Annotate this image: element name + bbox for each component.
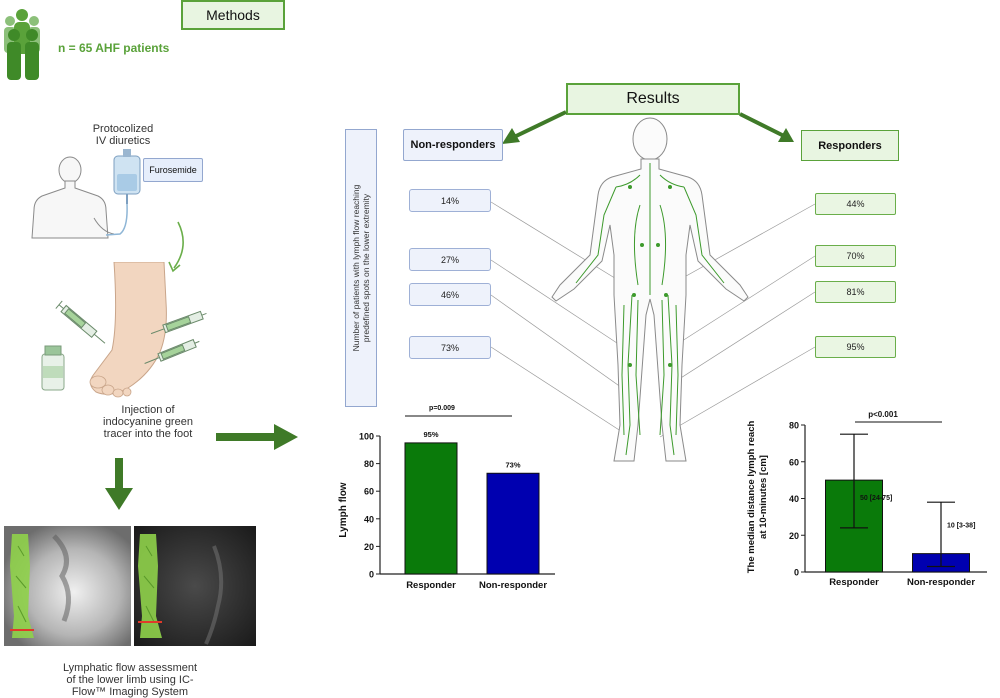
injection-line-1: Injection of: [121, 404, 175, 416]
data-label: 10 [3-38]: [947, 523, 975, 530]
y-tick-label: 20: [364, 542, 374, 552]
lymph-imaging-panel-left: [4, 526, 131, 646]
y-tick-label: 0: [369, 570, 374, 580]
y-tick-label: 0: [794, 568, 799, 578]
diuretics-line-1: Protocolized: [92, 123, 154, 135]
people-icon: [0, 5, 46, 83]
y-tick-label: 80: [364, 459, 374, 469]
median-distance-pvalue: p<0.001: [868, 410, 898, 419]
injection-caption: Injection of indocyanine green tracer in…: [88, 404, 208, 440]
median-distance-ylabel-line2: at 10-minutes [cm]: [758, 455, 769, 539]
category-label: Responder: [829, 577, 879, 588]
data-label: 73%: [505, 460, 520, 469]
data-label: 50 [24-75]: [860, 495, 892, 502]
arrow-to-non-responders-icon: [498, 108, 570, 148]
assessment-line-2: of the lower limb using IC-: [66, 674, 194, 686]
methods-title: Methods: [206, 7, 260, 23]
y-tick-label: 20: [789, 531, 799, 541]
assessment-line-1: Lymphatic flow assessment: [62, 662, 198, 674]
furosemide-label-box: Furosemide: [143, 158, 203, 182]
assessment-line-3: Flow™ Imaging System: [71, 686, 189, 698]
lymph-flow-pvalue: p=0.009: [429, 405, 455, 412]
responders-label-box: Responders: [801, 130, 899, 161]
non-responders-label-box: Non-responders: [403, 129, 503, 161]
lymph-imaging-panel-right: [134, 526, 256, 646]
vertical-label-line-2: predefined spots on the lower extremity: [361, 193, 371, 343]
y-tick-label: 40: [789, 494, 799, 504]
vertical-label-text: Number of patients with lymph flow reach…: [351, 133, 371, 403]
non-responder-pct-2: 27%: [409, 248, 491, 271]
vertical-label-line-1: Number of patients with lymph flow reach…: [351, 184, 361, 352]
injection-line-2: indocyanine green: [103, 416, 193, 428]
lymph-flow-ylabel: Lymph flow: [338, 482, 349, 537]
methods-title-box: Methods: [181, 0, 285, 30]
arrow-to-responders-icon: [738, 110, 798, 146]
responder-pct-4: 95%: [815, 336, 896, 358]
body-lymph-illustration: [490, 115, 820, 470]
non-responders-label: Non-responders: [410, 139, 496, 151]
assessment-caption: Lymphatic flow assessment of the lower l…: [50, 662, 210, 698]
diuretics-line-2: IV diuretics: [95, 135, 151, 147]
non-responder-pct-3: 46%: [409, 283, 491, 306]
results-title: Results: [626, 90, 680, 107]
vertical-label-box: Number of patients with lymph flow reach…: [345, 129, 377, 407]
y-tick-label: 100: [359, 432, 374, 442]
curved-arrow-icon: [160, 218, 200, 278]
category-label: Responder: [406, 580, 456, 591]
data-label: 95%: [423, 430, 438, 439]
category-label: Non-responder: [907, 577, 975, 588]
y-tick-label: 80: [789, 421, 799, 431]
foot-injection-illustration: [38, 261, 208, 402]
right-arrow-icon: [214, 422, 300, 452]
non-responder-pct-1: 14%: [409, 189, 491, 212]
responder-pct-3: 81%: [815, 281, 896, 303]
bar-non-responder: [486, 472, 540, 575]
category-label: Non-responder: [479, 580, 547, 591]
down-arrow-icon: [104, 456, 134, 516]
bar-responder: [404, 442, 458, 575]
y-tick-label: 60: [789, 457, 799, 467]
injection-line-3: tracer into the foot: [103, 428, 193, 440]
responder-pct-2: 70%: [815, 245, 896, 267]
median-distance-ylabel-line1: The median distance lymph reach: [746, 421, 757, 574]
y-tick-label: 40: [364, 514, 374, 524]
patient-count: n = 65 AHF patients: [58, 41, 170, 55]
y-tick-label: 60: [364, 487, 374, 497]
diuretics-caption: Protocolized IV diuretics: [72, 123, 174, 147]
furosemide-label: Furosemide: [149, 165, 197, 175]
responders-label: Responders: [818, 139, 882, 152]
results-title-box: Results: [566, 83, 740, 115]
responder-pct-1: 44%: [815, 193, 896, 215]
non-responder-pct-4: 73%: [409, 336, 491, 359]
patient-iv-illustration: [28, 148, 208, 240]
